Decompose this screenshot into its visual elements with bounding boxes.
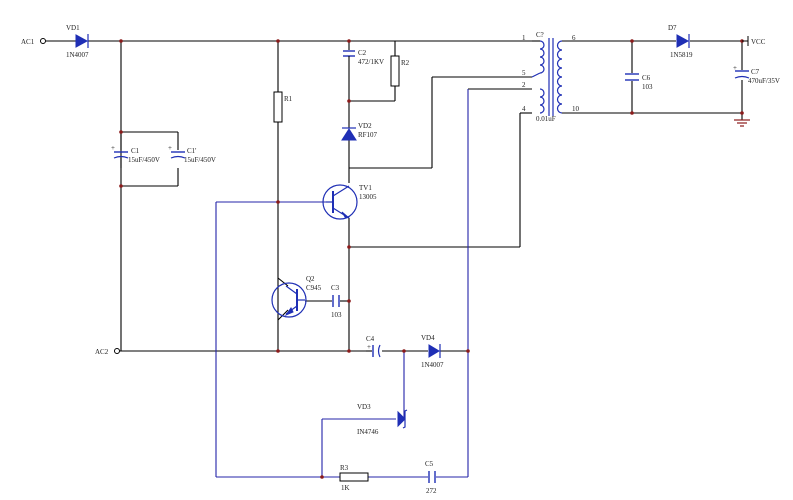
ac1-label: AC1 bbox=[21, 38, 35, 46]
tv1-value: 13005 bbox=[359, 193, 377, 201]
c4-capacitor: C4 + bbox=[366, 335, 381, 358]
transformer-ref: C? bbox=[536, 31, 544, 39]
vd2-ref: VD2 bbox=[358, 122, 372, 130]
q2-value: C945 bbox=[306, 284, 322, 292]
vd1-diode: VD1 1N4007 bbox=[66, 24, 89, 59]
c3-capacitor: C3 103 bbox=[331, 284, 342, 319]
pin-1: 1 bbox=[522, 34, 526, 42]
c5-capacitor: C5 272 bbox=[425, 460, 437, 495]
c1-prime-capacitor: + C1' 15uF/450V bbox=[168, 144, 216, 164]
c2-ref: C2 bbox=[358, 49, 367, 57]
c1p-ref: C1' bbox=[187, 147, 196, 155]
pin-2: 2 bbox=[522, 81, 526, 89]
q2-ref: Q2 bbox=[306, 275, 315, 283]
vcc-label: VCC bbox=[751, 38, 766, 46]
svg-text:+: + bbox=[168, 144, 172, 152]
q2-transistor: Q2 C945 bbox=[271, 275, 322, 318]
vd4-ref: VD4 bbox=[421, 334, 435, 342]
r3-resistor: R3 1K bbox=[339, 464, 369, 492]
c1p-value: 15uF/450V bbox=[184, 156, 216, 164]
vcc-terminal: VCC bbox=[742, 36, 766, 46]
d7-diode: D7 1N5819 bbox=[668, 24, 693, 59]
vd2-diode: VD2 RF107 bbox=[341, 122, 378, 141]
ac2-terminal: AC2 bbox=[95, 348, 120, 356]
d7-ref: D7 bbox=[668, 24, 677, 32]
c3-value: 103 bbox=[331, 311, 342, 319]
pin-5: 5 bbox=[522, 69, 526, 77]
ac1-terminal: AC1 bbox=[21, 38, 46, 46]
c6-ref: C6 bbox=[642, 74, 651, 82]
vd1-ref: VD1 bbox=[66, 24, 80, 32]
c7-capacitor: + C7 470uF/35V bbox=[733, 64, 780, 85]
r3-ref: R3 bbox=[340, 464, 349, 472]
c7-ref: C7 bbox=[751, 68, 760, 76]
c5-ref: C5 bbox=[425, 460, 434, 468]
r1-resistor: R1 bbox=[273, 91, 293, 123]
vd1-value: 1N4007 bbox=[66, 51, 89, 59]
c2-capacitor: C2 472/1KV bbox=[343, 49, 384, 66]
tv1-transistor: TV1 13005 bbox=[322, 184, 377, 220]
svg-text:+: + bbox=[367, 343, 371, 351]
tv1-ref: TV1 bbox=[359, 184, 372, 192]
c4-ref: C4 bbox=[366, 335, 375, 343]
c1-value: 15uF/450V bbox=[128, 156, 160, 164]
svg-text:+: + bbox=[733, 64, 737, 72]
c5-value: 272 bbox=[426, 487, 437, 495]
c3-ref: C3 bbox=[331, 284, 340, 292]
wires bbox=[46, 40, 743, 352]
vd3-value: IN4746 bbox=[357, 428, 379, 436]
r2-ref: R2 bbox=[401, 59, 410, 67]
d7-value: 1N5819 bbox=[670, 51, 693, 59]
ground-symbol bbox=[734, 119, 750, 127]
pin-4: 4 bbox=[522, 105, 526, 113]
svg-text:+: + bbox=[111, 144, 115, 152]
vd3-zener-diode: VD3 IN4746 bbox=[357, 403, 408, 436]
vd4-value: 1N4007 bbox=[421, 361, 444, 369]
junctions bbox=[119, 39, 744, 479]
feedback-wires bbox=[215, 89, 469, 478]
pin-6: 6 bbox=[572, 34, 576, 42]
r3-value: 1K bbox=[341, 484, 350, 492]
pin-10: 10 bbox=[572, 105, 580, 113]
ac2-label: AC2 bbox=[95, 348, 109, 356]
vd2-value: RF107 bbox=[358, 131, 378, 139]
c1-ref: C1 bbox=[131, 147, 140, 155]
transformer-value: 0.01uF bbox=[536, 115, 556, 123]
vd3-ref: VD3 bbox=[357, 403, 371, 411]
c1-capacitor: + C1 15uF/450V bbox=[111, 144, 160, 168]
vd4-diode: VD4 1N4007 bbox=[421, 334, 444, 369]
transformer: 1 5 2 4 6 10 C? 0.01uF bbox=[522, 31, 580, 123]
c7-value: 470uF/35V bbox=[748, 77, 780, 85]
c6-capacitor: C6 103 bbox=[625, 73, 653, 91]
c6-value: 103 bbox=[642, 83, 653, 91]
c2-value: 472/1KV bbox=[358, 58, 384, 66]
r1-ref: R1 bbox=[284, 95, 293, 103]
r2-resistor: R2 bbox=[390, 55, 410, 87]
